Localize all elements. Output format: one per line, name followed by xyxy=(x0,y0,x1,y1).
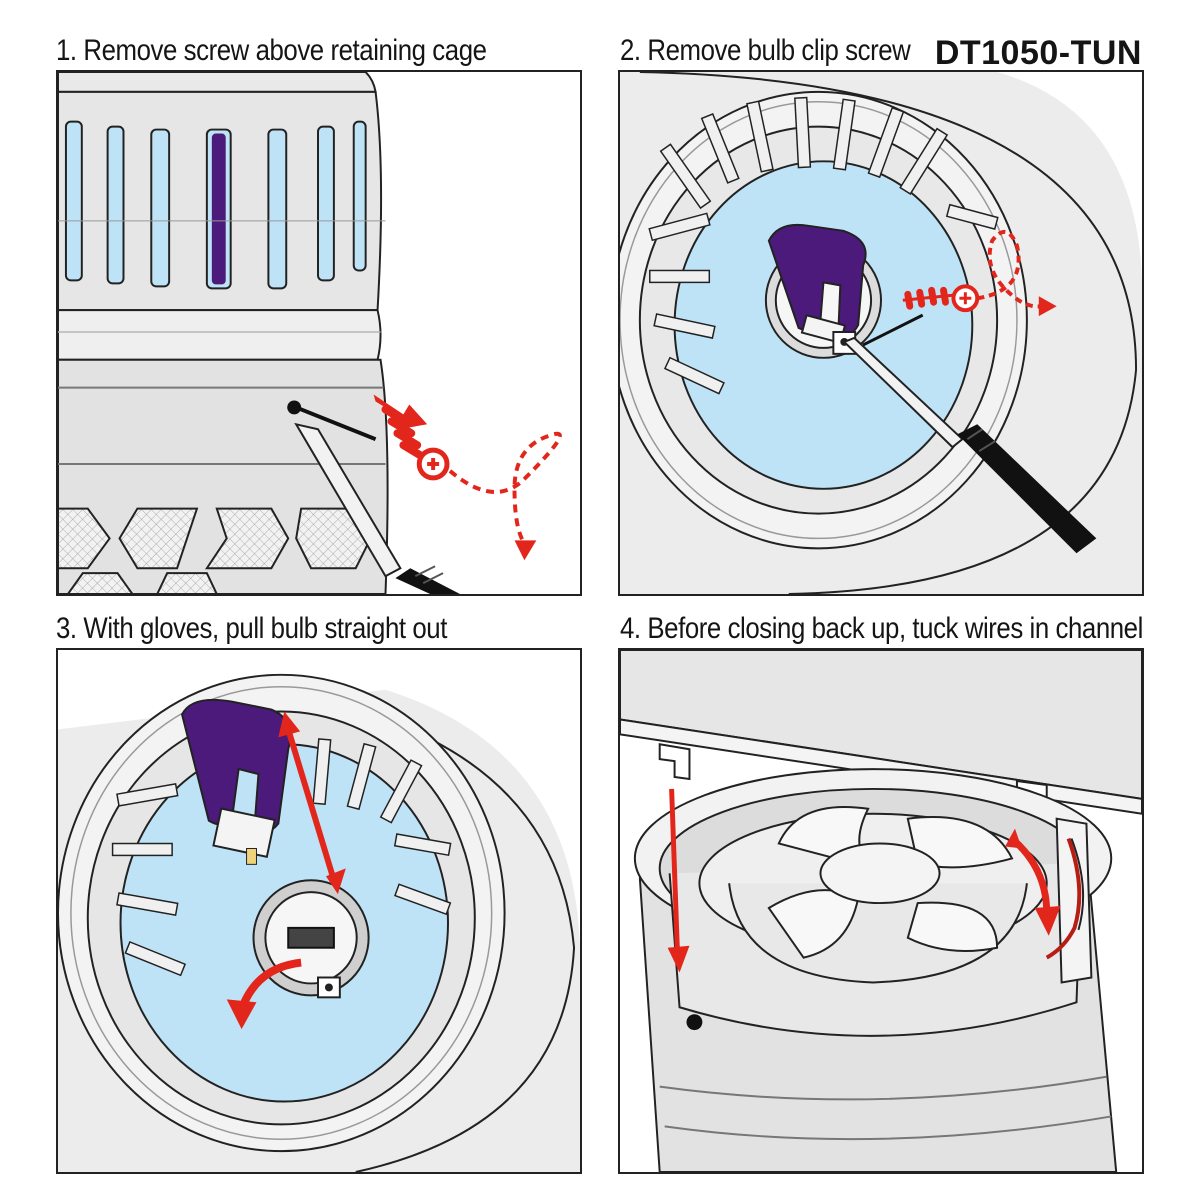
cage-screw-hole xyxy=(287,400,302,415)
step-1-title: 1. Remove screw above retaining cage xyxy=(56,34,487,67)
wires xyxy=(1045,837,1082,960)
top-lid xyxy=(620,650,1142,800)
step-3-panel xyxy=(56,648,582,1174)
removal-arrow xyxy=(448,431,562,545)
screw-icon xyxy=(373,394,450,481)
step-4-title: 4. Before closing back up, tuck wires in… xyxy=(620,612,1143,645)
model-code: DT1050-TUN xyxy=(934,34,1142,72)
rotate-arrow xyxy=(226,958,302,1030)
mesh-windows xyxy=(58,507,372,594)
step-2-panel xyxy=(618,70,1144,596)
step-3-illustration xyxy=(58,673,580,1172)
screwdriver xyxy=(842,336,1097,554)
uv-bulb xyxy=(180,698,292,865)
removal-arrow xyxy=(976,230,1043,309)
tuck-arrow xyxy=(1005,828,1061,936)
step-1-panel xyxy=(56,70,582,596)
step-2-illustration xyxy=(620,72,1142,594)
screw-icon xyxy=(902,284,980,313)
uv-bulb xyxy=(211,133,226,285)
step-4-illustration xyxy=(620,650,1142,1172)
cage-ribs xyxy=(111,738,452,977)
step-3-title: 3. With gloves, pull bulb straight out xyxy=(56,612,447,645)
alignment-arrow xyxy=(667,788,690,973)
step-4-panel xyxy=(618,648,1144,1174)
pull-arrow xyxy=(278,711,346,895)
step-2-title: 2. Remove bulb clip screw xyxy=(620,34,911,67)
cage-ribs xyxy=(648,96,999,395)
step-1-illustration xyxy=(58,72,562,594)
fan xyxy=(698,805,1048,984)
screwdriver xyxy=(294,405,460,594)
screw-hole xyxy=(686,1014,703,1031)
